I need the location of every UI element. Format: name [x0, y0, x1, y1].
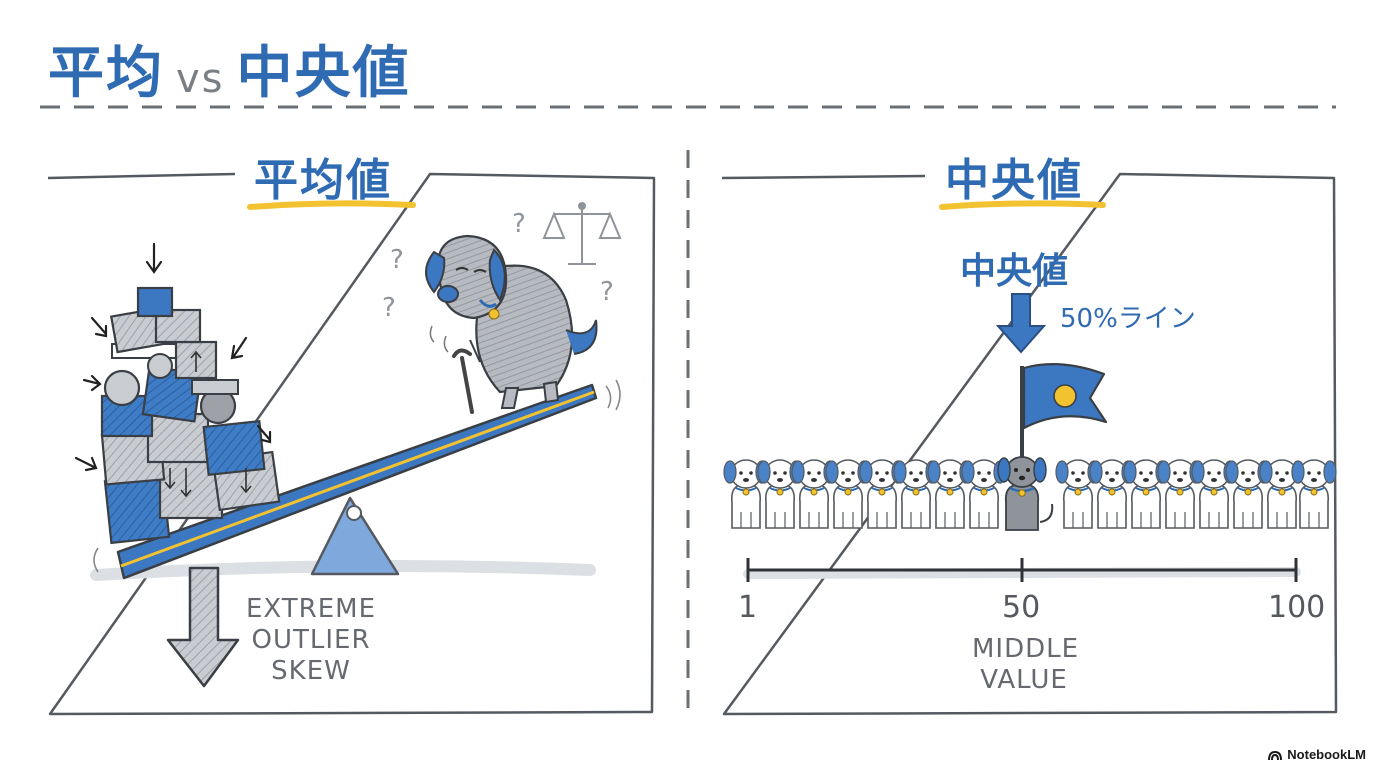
outlier-annotation: EXTREME OUTLIER SKEW [246, 594, 376, 687]
title-vs: vs [176, 56, 225, 102]
annotation-line: VALUE [980, 665, 1068, 695]
svg-text:?: ? [512, 209, 526, 239]
annotation-line: SKEW [271, 656, 351, 686]
down-arrow-icon [166, 566, 240, 688]
number-line [743, 558, 1301, 582]
box-pile-icon [74, 242, 281, 545]
median-panel-title: 中央値 [945, 155, 1083, 206]
old-dog-icon [425, 234, 598, 414]
annotation-line: OUTLIER [251, 625, 371, 655]
mean-panel-title: 平均値 [254, 155, 392, 206]
title-median: 中央値 [236, 41, 411, 106]
median-marker-label: 中央値 [960, 251, 1069, 292]
brand-logo-icon [1268, 750, 1283, 760]
median-down-arrow-icon [995, 293, 1047, 354]
brand-name: NotebookLM [1287, 747, 1366, 762]
axis-tick-50: 50 [1002, 590, 1041, 625]
axis-tick-1: 1 [738, 590, 758, 625]
title-mean: 平均 [48, 41, 164, 106]
annotation-line: EXTREME [246, 594, 377, 624]
median-marker-sublabel: 50%ライン [1060, 304, 1196, 334]
question-marks: ? ? ? ? [382, 209, 614, 323]
svg-text:?: ? [600, 277, 614, 307]
median-panel-frame [721, 172, 1338, 716]
scale-icon [542, 202, 622, 265]
dog-row-icon [723, 456, 1337, 531]
median-title-underline [939, 200, 1106, 210]
middle-value-annotation: MIDDLE VALUE [972, 634, 1080, 696]
median-dog [997, 456, 1054, 531]
axis-tick-100: 100 [1268, 590, 1326, 625]
brand-watermark: NotebookLM [1267, 747, 1366, 762]
flag-icon [1020, 363, 1108, 462]
seesaw-icon [90, 379, 621, 581]
annotation-line: MIDDLE [972, 634, 1080, 664]
svg-text:?: ? [382, 293, 396, 323]
mean-title-underline [247, 200, 416, 210]
svg-text:?: ? [390, 245, 404, 275]
